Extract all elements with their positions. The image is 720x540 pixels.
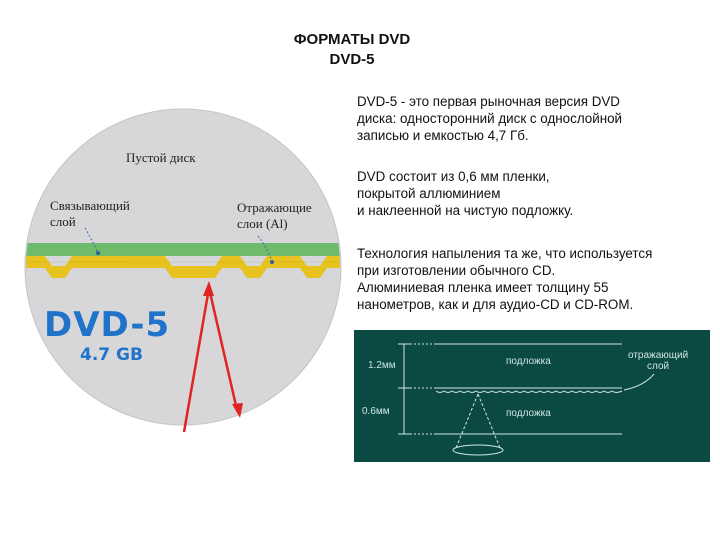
binding-layer: [26, 243, 340, 256]
dvd5-logo: DVD-5: [44, 305, 171, 345]
paragraph-line: Алюминиевая пленка имеет толщину 55: [357, 280, 609, 295]
paragraph-intro: DVD-5 - это первая рыночная версия DVD д…: [357, 93, 717, 144]
label-reflect-line-2: слои (Al): [237, 216, 288, 231]
dim-half-label: 0.6мм: [362, 406, 390, 417]
paragraph-line: нанометров, как и для аудио-CD и CD-ROM.: [357, 297, 634, 312]
cross-section-diagram: 1.2мм 0.6мм подложка подложка отражающий…: [354, 330, 710, 462]
capacity-label: 4.7 GB: [80, 345, 143, 365]
laser-cone-right: [477, 393, 501, 449]
laser-cone-left: [455, 393, 479, 449]
label-binding-line-1: Связывающий: [50, 198, 130, 213]
paragraph-line: при изготовлении обычного CD.: [357, 263, 556, 278]
dim-total-label: 1.2мм: [368, 360, 396, 371]
laser-arrow-down: [232, 403, 243, 418]
title-line-1: ФОРМАТЫ DVD: [293, 31, 411, 48]
layer-line-reflect-2: [435, 390, 623, 393]
paragraph-line: DVD состоит из 0,6 мм пленки,: [357, 169, 550, 184]
reflect-layer-pointer: [623, 373, 655, 391]
laser-incident: [182, 287, 211, 433]
disc-illustration: [24, 108, 342, 433]
binding-pointer: [84, 227, 99, 254]
lens-icon: [452, 444, 504, 456]
slide-title: ФОРМАТЫ DVD DVD-5: [0, 30, 720, 70]
reflective-layer-label: отражающий слой: [628, 350, 688, 372]
reflective-label-line-2: слой: [647, 361, 670, 372]
label-reflective-layers: Отражающие слои (Al): [237, 200, 312, 232]
label-binding-line-2: слой: [50, 214, 76, 229]
paragraph-line: и наклеенной на чистую подложку.: [357, 203, 574, 218]
paragraph-structure: DVD состоит из 0,6 мм пленки, покрытой а…: [357, 168, 717, 219]
paragraph-line: Технология напыления та же, что использу…: [357, 246, 653, 261]
paragraph-line: покрытой аллюминием: [357, 186, 501, 201]
reflective-label-line-1: отражающий: [628, 350, 689, 361]
laser-reflected: [207, 287, 239, 411]
label-reflect-line-1: Отражающие: [237, 200, 312, 215]
paragraph-line: записью и емкостью 4,7 Гб.: [357, 128, 529, 143]
label-binding-layer: Связывающий слой: [50, 198, 130, 230]
reflective-layer: [26, 256, 340, 278]
paragraph-line: DVD-5 - это первая рыночная версия DVD: [357, 94, 620, 109]
substrate-top-label: подложка: [506, 356, 551, 367]
substrate-bottom-label: подложка: [506, 408, 551, 419]
title-line-2: DVD-5: [329, 51, 375, 68]
paragraph-line: диска: односторонний диск с однослойной: [357, 111, 623, 126]
paragraph-technology: Технология напыления та же, что использу…: [357, 245, 717, 313]
label-empty-disc: Пустой диск: [126, 150, 196, 165]
